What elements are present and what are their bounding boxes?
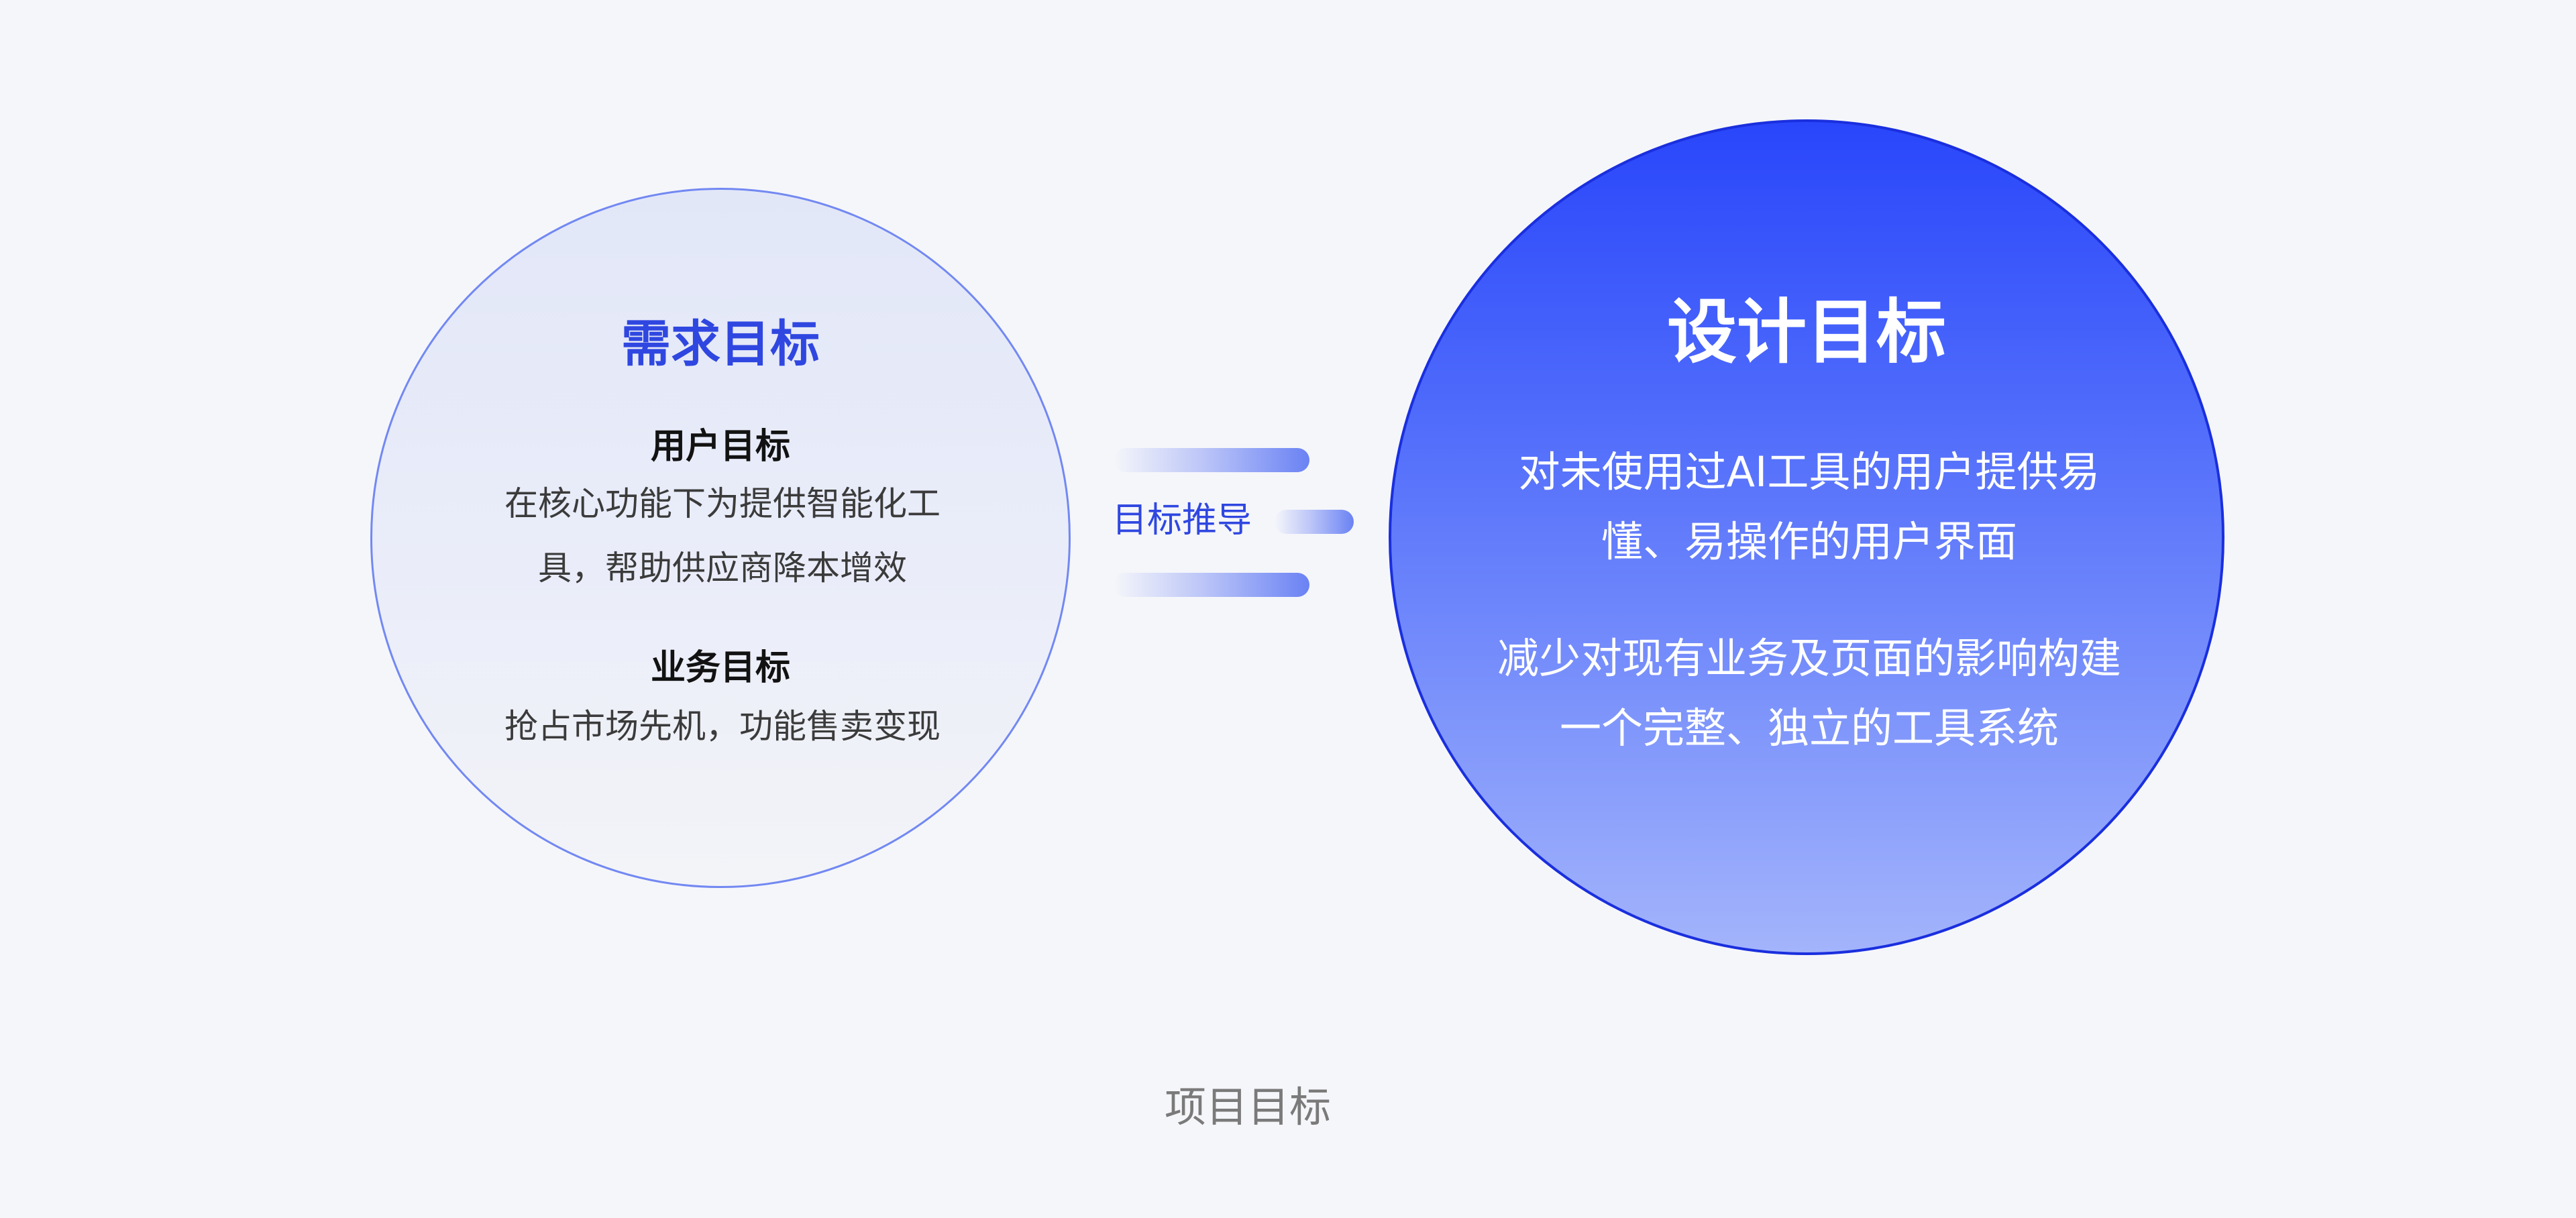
- design-goal-text-1: 对未使用过AI工具的用户提供易懂、易操作的用户界面: [1518, 447, 2100, 566]
- user-goal-text: 在核心功能下为提供智能化工具，帮助供应商降本增效: [504, 484, 941, 588]
- business-goal-text: 抢占市场先机，功能售卖变现: [504, 707, 941, 746]
- design-goal-text-2: 减少对现有业务及页面的影响构建一个完整、独立的工具系统: [1497, 634, 2121, 753]
- connector-label: 目标推导: [1112, 500, 1252, 541]
- design-goals-circle: 设计目标 对未使用过AI工具的用户提供易懂、易操作的用户界面 减少对现有业务及页…: [1389, 119, 2224, 955]
- diagram-caption: 项目目标: [1164, 1083, 1331, 1131]
- connector-bar-bottom: [1114, 573, 1309, 597]
- business-goal-title: 业务目标: [650, 648, 790, 688]
- connector-bar-top: [1114, 448, 1309, 472]
- user-goal-title: 用户目标: [650, 427, 790, 467]
- requirement-goals-circle: 需求目标 用户目标 在核心功能下为提供智能化工具，帮助供应商降本增效 业务目标 …: [370, 188, 1071, 888]
- connector-bar-middle: [1275, 510, 1354, 534]
- requirement-goals-title: 需求目标: [621, 315, 820, 373]
- design-goals-title: 设计目标: [1666, 291, 1946, 373]
